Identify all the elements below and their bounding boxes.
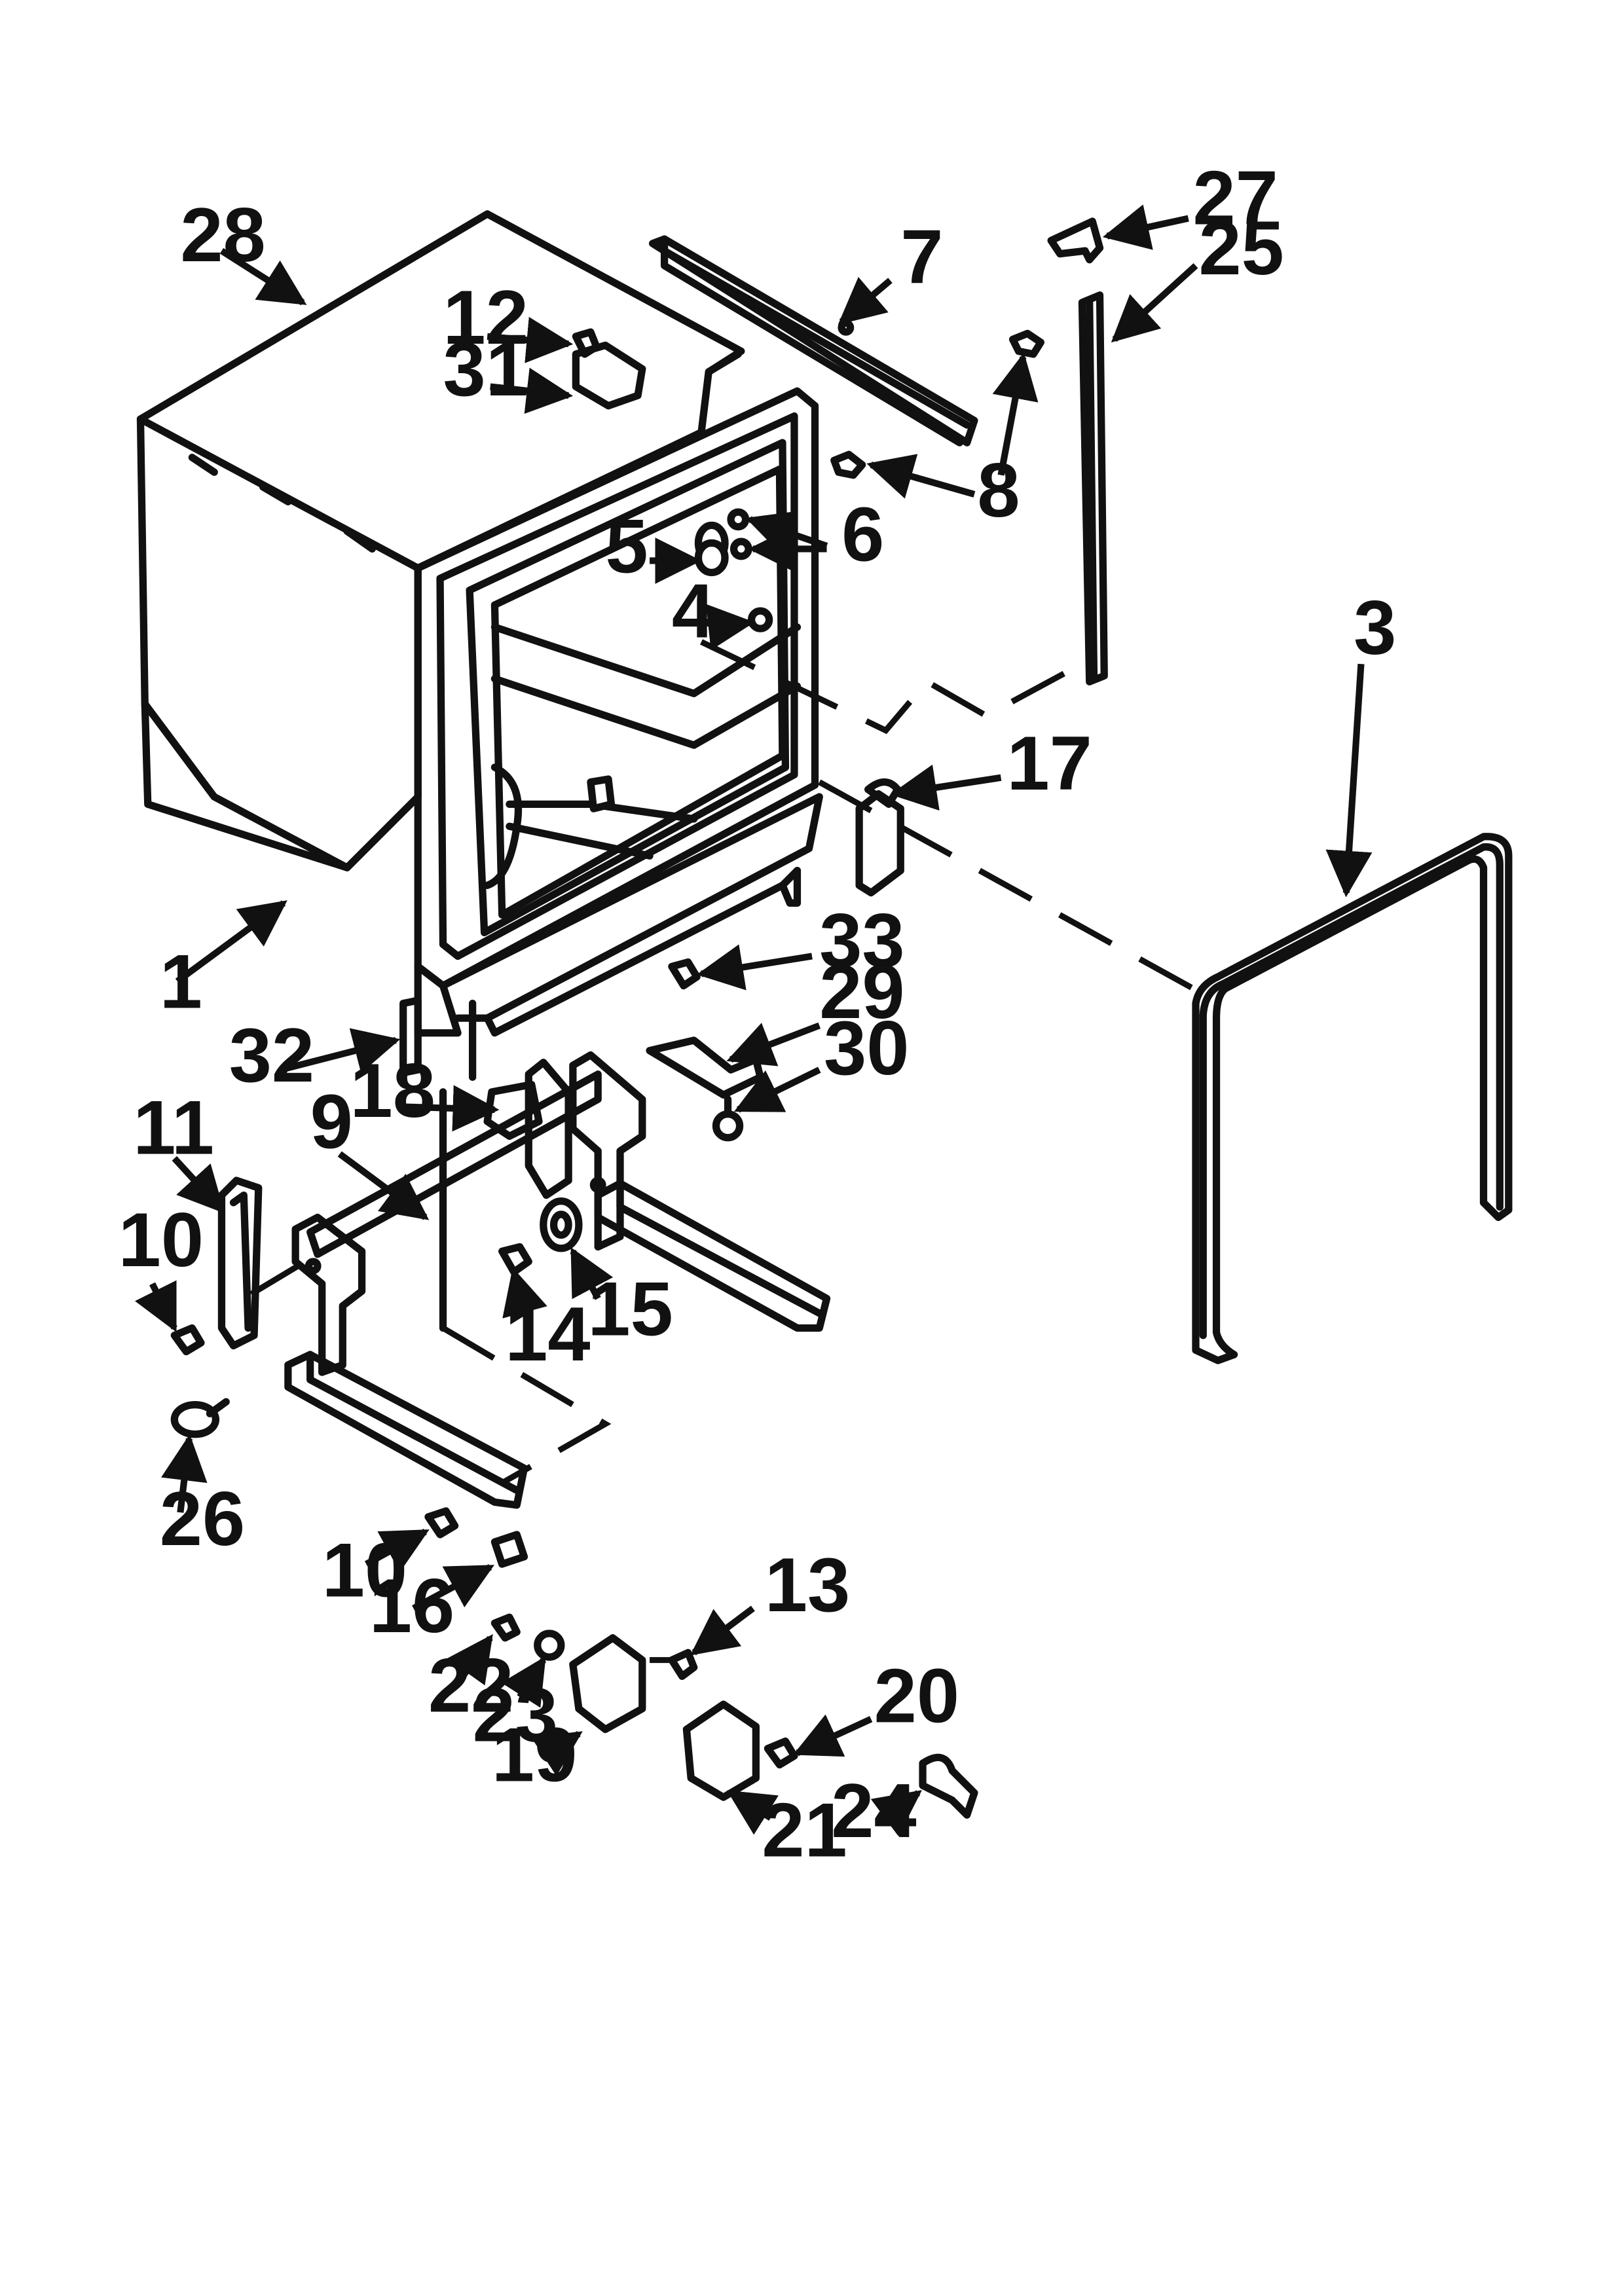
callout-23: 23	[473, 1672, 558, 1758]
callout-29: 29	[819, 949, 904, 1034]
callout-25: 25	[1199, 205, 1284, 291]
hardware	[170, 328, 1044, 1819]
trim-end-cap	[1047, 217, 1104, 264]
top-rail-bracket	[648, 235, 978, 446]
callout-17: 17	[1007, 720, 1092, 806]
callout-7: 7	[900, 214, 943, 300]
callout-15: 15	[587, 1266, 673, 1352]
callout-32: 32	[229, 1012, 314, 1098]
callout-33: 33	[819, 897, 904, 983]
callout-18: 18	[350, 1048, 435, 1133]
door-strike	[855, 778, 904, 897]
callout-9: 9	[310, 1079, 353, 1165]
callout-13: 13	[765, 1542, 850, 1628]
callout-11: 11	[133, 1085, 214, 1171]
callout-10-lower: 10	[322, 1527, 407, 1613]
callout-3: 3	[1354, 584, 1396, 670]
callout-1: 1	[160, 938, 202, 1024]
callout-22: 22	[428, 1642, 513, 1728]
callout-4: 4	[672, 568, 714, 654]
side-trim-strip	[1078, 291, 1108, 685]
callout-21: 21	[762, 1787, 847, 1872]
callout-24: 24	[831, 1768, 916, 1853]
leader-arrows	[135, 204, 1373, 1836]
callout-14: 14	[505, 1291, 590, 1377]
callout-27: 27	[1192, 155, 1278, 241]
callout-30: 30	[824, 1005, 909, 1091]
callout-28: 28	[180, 192, 265, 278]
tub-frame	[414, 387, 823, 1332]
callout-12: 12	[443, 274, 528, 360]
door-gasket	[1192, 833, 1513, 1364]
callout-5: 5	[605, 503, 648, 589]
callout-31: 31	[443, 326, 528, 412]
callout-10-upper: 10	[119, 1197, 204, 1283]
callout-6: 6	[841, 491, 884, 577]
callout-labels: 28 12 31 7 27 25 8 5 6 4 3 17 1 33 29 30…	[119, 155, 1397, 1873]
callout-26: 26	[160, 1476, 245, 1561]
side-bracket	[217, 1176, 263, 1350]
callout-19: 19	[492, 1711, 577, 1797]
callout-20: 20	[874, 1652, 959, 1738]
callout-8: 8	[977, 447, 1020, 533]
callout-16: 16	[369, 1563, 454, 1649]
